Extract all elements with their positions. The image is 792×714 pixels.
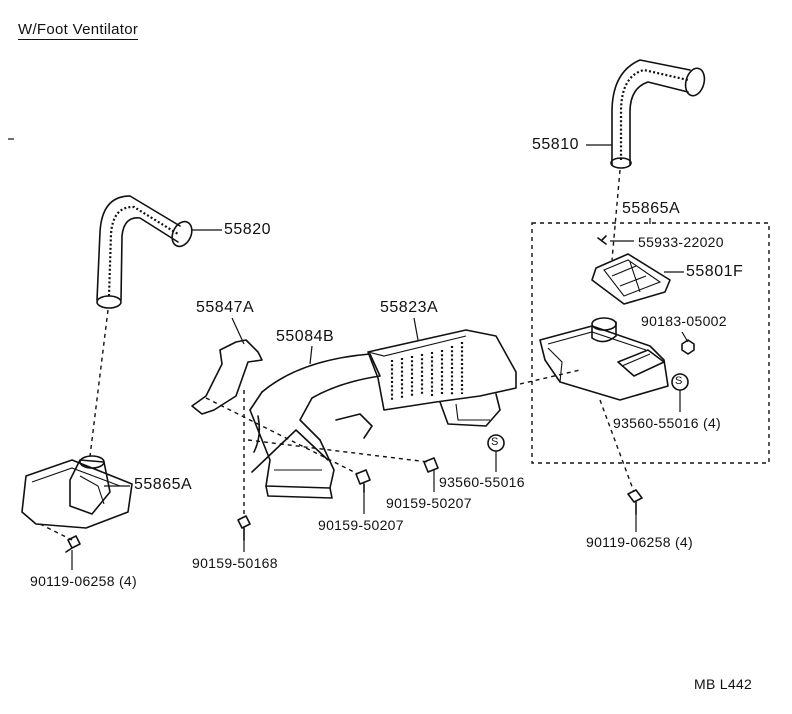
part-label-55820: 55820 [224,221,271,238]
bolt-90119-right [627,489,643,515]
bolt-90159-50168 [237,515,251,541]
duct-55823A [367,329,517,427]
part-label-55823A: 55823A [380,299,439,316]
leader-55823A [413,317,419,341]
part-label-55933-22020: 55933-22020 [638,234,724,250]
part-label-90119-06258-left: 90119-06258 (4) [30,573,137,589]
part-label-93560-55016-right: 93560-55016 (4) [613,415,722,431]
assembly-line-upper-hose [611,169,621,261]
leader-55084B [309,345,313,365]
bolt-90159-50207-a [355,469,371,493]
leader-90183 [681,331,689,343]
duct-55084B [249,353,381,499]
bracket-55847A [191,339,263,415]
part-label-90119-06258-right: 90119-06258 (4) [586,534,693,550]
part-label-55810: 55810 [532,136,579,153]
nut-90183 [681,339,695,355]
part-label-55847A: 55847A [196,299,255,316]
wire-bracket [251,413,373,473]
housing-55865A-right [539,317,669,401]
assembly-line-left-bolt [39,523,73,541]
part-label-55865A-top: 55865A [622,200,681,217]
seal-letter-right: S [675,375,683,387]
diagram-title: W/Foot Ventilator [18,21,139,40]
part-label-55084B: 55084B [276,328,335,345]
part-label-93560-55016-mid: 93560-55016 [439,474,525,490]
part-label-55801F: 55801F [686,263,744,280]
part-label-90159-50168: 90159-50168 [192,555,278,571]
part-label-90159-50207-a: 90159-50207 [318,517,404,533]
hose-55810 [610,59,706,169]
part-label-90159-50207-b: 90159-50207 [386,495,472,511]
drawing-code: MB L442 [694,676,753,692]
plate-55801F [591,253,671,305]
part-label-55865A-left: 55865A [134,476,193,493]
assembly-box-55865A [531,222,770,464]
housing-55865A-left [21,455,133,529]
bolt-90159-50207-b [423,457,439,473]
hose-55820 [96,195,193,309]
screw-55933 [597,235,607,245]
assembly-line-left-hose [89,309,109,457]
assembly-line-right-bolt [599,399,635,493]
seal-letter-mid: S [491,436,499,448]
part-label-90183-05002: 90183-05002 [641,313,727,329]
assembly-line-center [247,369,581,463]
bolt-90119-left [65,535,81,553]
leader-55847A [231,317,245,345]
assembly-line-bracket [205,397,359,475]
